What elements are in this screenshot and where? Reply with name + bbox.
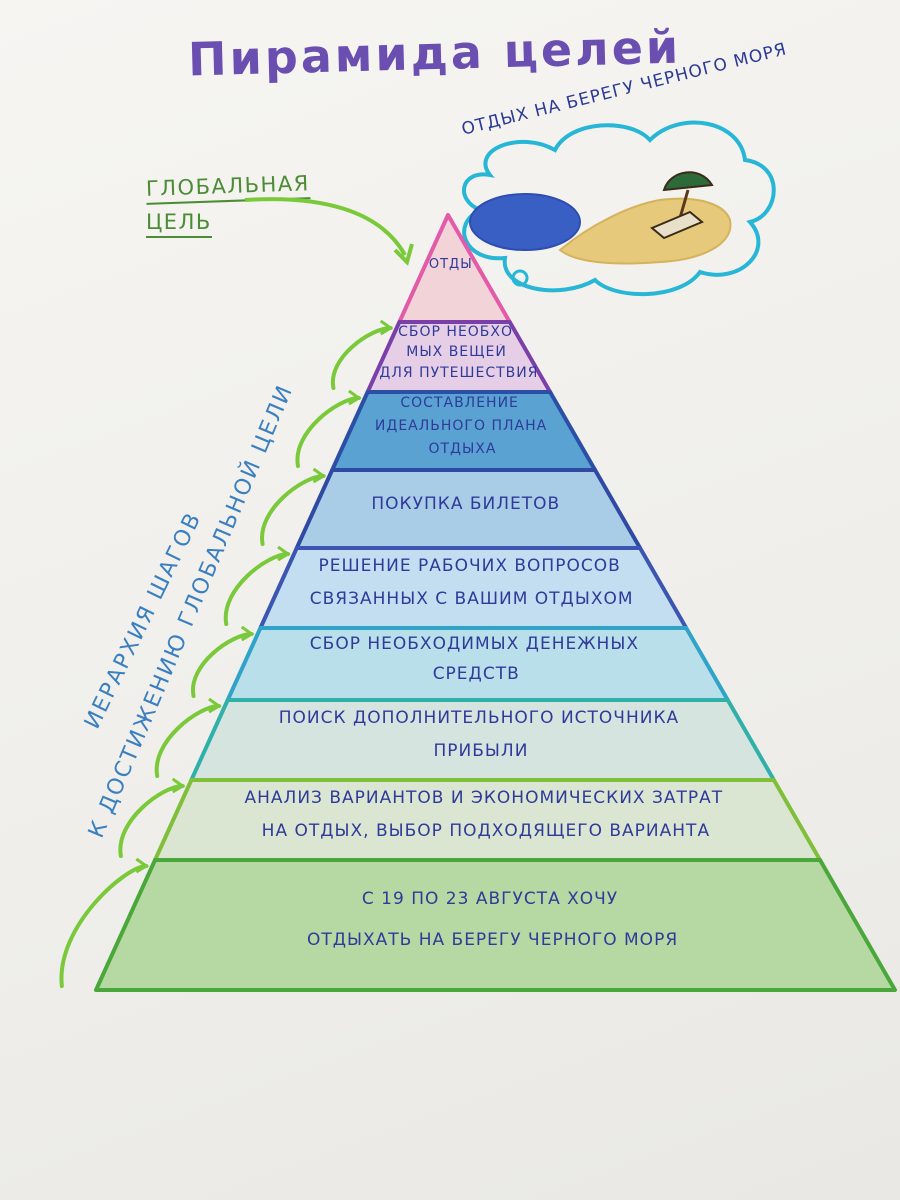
step-arrowhead-1 [379, 319, 394, 336]
step-arrow-2 [295, 396, 361, 468]
pyramid-level-8-text-line-1: АНАЛИЗ ВАРИАНТОВ И ЭКОНОМИЧЕСКИХ ЗАТРАТ [244, 788, 724, 809]
pyramid-level-7-text-line-2: ПРИБЫЛИ [433, 741, 529, 762]
global-goal-arrowhead [393, 243, 414, 266]
pyramid-level-3-text-line-1: СОСТАВЛЕНИЕ [400, 395, 519, 412]
pyramid-level-2-text-line-2: МЫХ ВЕЩЕЙ [406, 344, 507, 361]
pyramid-level-6-text-line-2: СРЕДСТВ [432, 663, 520, 684]
step-arrow-5 [191, 632, 254, 698]
thought-bubble-small [511, 269, 529, 287]
step-arrow-4 [223, 552, 291, 626]
pyramid-level-9-text-line-2: ОТДЫХАТЬ НА БЕРЕГУ ЧЕРНОГО МОРЯ [306, 930, 679, 951]
pyramid-level-8-text-line-2: НА ОТДЫХ, ВЫБОР ПОДХОДЯЩЕГО ВАРИАНТА [261, 821, 711, 842]
global-goal-label: ГЛОБАЛЬНАЯ ЦЕЛЬ [145, 171, 311, 238]
step-arrowhead-3 [312, 467, 327, 484]
pyramid-level-7-text-line-1: ПОИСК ДОПОЛНИТЕЛЬНОГО ИСТОЧНИКА [278, 708, 680, 729]
pyramid-level-2-text-line-3: ДЛЯ ПУТЕШЕСТВИЯ [379, 364, 537, 381]
sea-shape [469, 193, 581, 251]
step-arrowhead-4 [277, 545, 291, 562]
thought-cloud [462, 120, 776, 297]
sunbed-icon [650, 210, 704, 240]
step-arrow-8 [59, 864, 149, 988]
pyramid-level-2-text-line-1: СБОР НЕОБХОДИ- [398, 323, 513, 340]
sand-shape [558, 197, 732, 265]
step-arrowhead-5 [240, 625, 255, 642]
pyramid-level-3-text-line-3: ОТДЫХА [428, 441, 497, 458]
step-arrowhead-8 [135, 857, 150, 874]
pyramid-level-6-text-line-1: СБОР НЕОБХОДИМЫХ ДЕНЕЖНЫХ [309, 633, 639, 654]
pyramid-level-5-text-line-2: СВЯЗАННЫХ С ВАШИМ ОТДЫХОМ [309, 589, 634, 610]
pyramid-level-4-text-line-1: ПОКУПКА БИЛЕТОВ [371, 493, 561, 514]
pyramid-level-5-text-line-1: РЕШЕНИЕ РАБОЧИХ ВОПРОСОВ [318, 556, 621, 577]
step-arrow-7 [118, 784, 185, 858]
pyramid-level-9 [94, 858, 897, 992]
global-goal-label-line2: ЦЕЛЬ [146, 210, 212, 238]
step-arrow-6 [154, 704, 221, 778]
pyramid-level-1-text-line-1: ОТДЫХ [428, 256, 473, 272]
global-goal-arrow [244, 197, 407, 256]
step-arrow-3 [260, 474, 326, 546]
step-arrow-1 [330, 326, 393, 390]
step-arrowhead-2 [348, 389, 362, 406]
step-arrowhead-7 [171, 777, 186, 794]
umbrella-icon [662, 171, 714, 192]
step-arrowhead-6 [208, 697, 222, 714]
pyramid-level-9-text-line-1: С 19 ПО 23 АВГУСТА ХОЧУ [361, 889, 619, 910]
pyramid-level-3-text-line-2: ИДЕАЛЬНОГО ПЛАНА [374, 418, 548, 435]
